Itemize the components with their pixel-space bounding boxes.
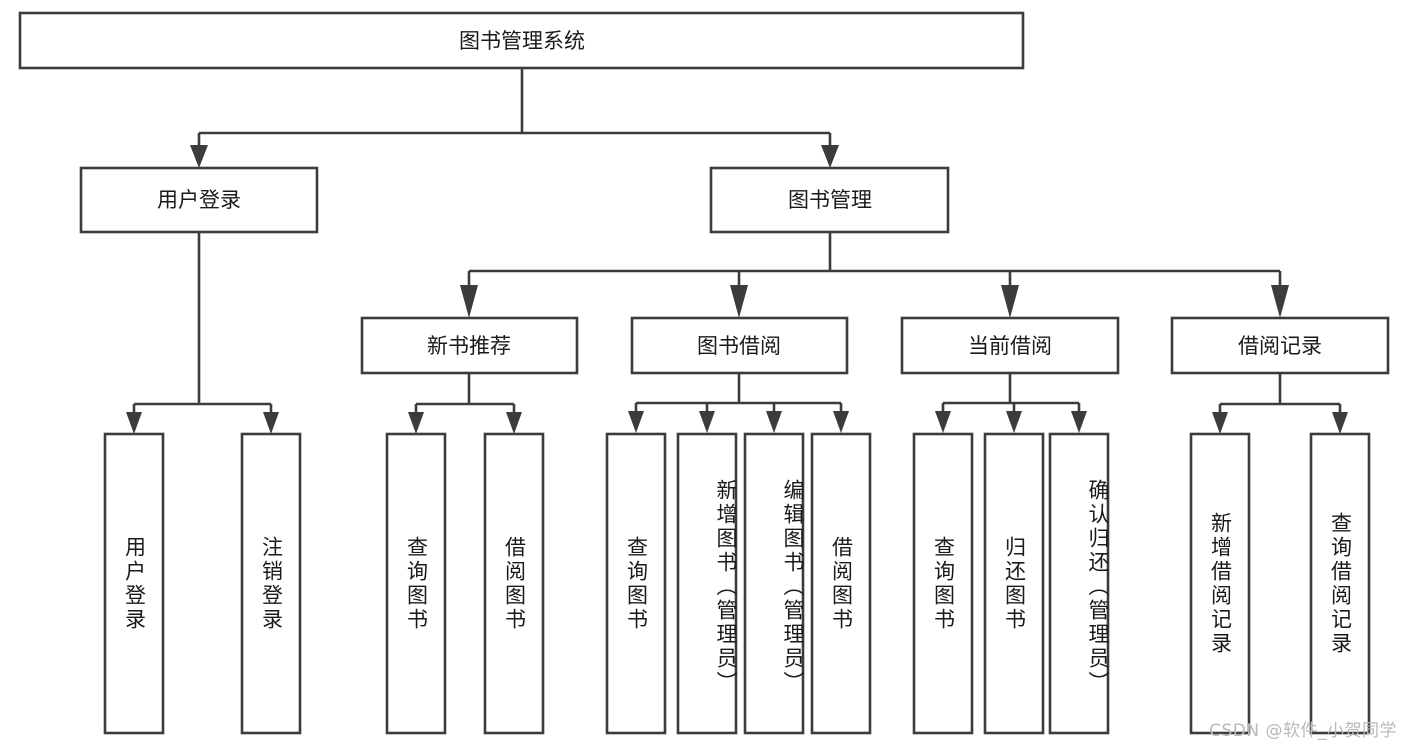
- arrowhead-new-book: [460, 285, 478, 318]
- leaf-boxes-book-borrow: [605, 432, 872, 735]
- leaf-box-bb-edit-book[interactable]: [743, 432, 805, 735]
- arrowhead-leaf-logout: [263, 412, 279, 434]
- node-book-borrow[interactable]: 图书借阅: [630, 316, 849, 375]
- connectors-current-borrow-to-leaves: [935, 373, 1087, 433]
- arrowhead-current-borrow: [1001, 285, 1019, 318]
- node-book-borrow-box[interactable]: [630, 316, 849, 375]
- node-current-borrow-box[interactable]: [900, 316, 1120, 375]
- leaf-boxes-current-borrow: [912, 432, 1110, 735]
- connectors-new-book-to-leaves: [408, 373, 522, 434]
- node-new-book-recommend[interactable]: 新书推荐: [360, 316, 579, 375]
- node-user-login-box[interactable]: [79, 166, 319, 234]
- leaf-box-bb-borrow-book[interactable]: [810, 432, 872, 735]
- arrowhead-bb-leaf-3: [766, 411, 782, 433]
- node-borrow-record[interactable]: 借阅记录: [1170, 316, 1390, 375]
- node-root-box[interactable]: [18, 11, 1025, 70]
- arrowhead-nb-leaf-1: [408, 412, 424, 434]
- leaf-box-nb-query-book[interactable]: [385, 432, 447, 735]
- arrowhead-book-manage: [821, 145, 839, 168]
- arrowhead-user-login: [190, 145, 208, 168]
- node-user-login-label: 用户登录: [157, 188, 241, 212]
- leaf-box-logout[interactable]: [240, 432, 302, 735]
- connectors-root-to-level2: [190, 68, 839, 168]
- arrowhead-cb-leaf-2: [1006, 411, 1022, 433]
- arrowhead-br-leaf-2: [1332, 412, 1348, 434]
- leaf-box-nb-borrow-book[interactable]: [483, 432, 545, 735]
- node-book-manage-label: 图书管理: [788, 188, 872, 212]
- node-user-login[interactable]: 用户登录: [79, 166, 319, 234]
- arrowhead-br-leaf-1: [1212, 412, 1228, 434]
- leaf-boxes-user-login: [103, 432, 302, 735]
- node-root-label: 图书管理系统: [459, 29, 585, 53]
- leaf-box-cb-return-book[interactable]: [983, 432, 1045, 735]
- arrowhead-borrow-record: [1271, 285, 1289, 318]
- arrowhead-bb-leaf-4: [833, 411, 849, 433]
- node-borrow-record-box[interactable]: [1170, 316, 1390, 375]
- node-current-borrow[interactable]: 当前借阅: [900, 316, 1120, 375]
- node-current-borrow-label: 当前借阅: [968, 334, 1052, 358]
- arrowhead-book-borrow: [730, 285, 748, 318]
- leaf-box-user-login[interactable]: [103, 432, 165, 735]
- leaf-box-cb-query-book[interactable]: [912, 432, 974, 735]
- connectors-book-borrow-to-leaves: [628, 373, 849, 433]
- leaf-boxes-borrow-record: [1189, 432, 1371, 735]
- node-book-manage-box[interactable]: [709, 166, 950, 234]
- node-book-borrow-label: 图书借阅: [697, 334, 781, 358]
- leaf-box-bb-query-book[interactable]: [605, 432, 667, 735]
- leaf-box-br-query-record[interactable]: [1309, 432, 1371, 735]
- node-new-book-recommend-box[interactable]: [360, 316, 579, 375]
- connectors-book-manage-to-level3: [460, 232, 1289, 318]
- leaf-boxes-new-book-recommend: [385, 432, 545, 735]
- arrowhead-leaf-user-login: [126, 412, 142, 434]
- watermark-label: CSDN @软件_小贺同学: [1209, 721, 1397, 741]
- node-new-book-recommend-label: 新书推荐: [427, 334, 511, 358]
- leaf-box-br-add-record[interactable]: [1189, 432, 1251, 735]
- arrowhead-nb-leaf-2: [506, 412, 522, 434]
- arrowhead-cb-leaf-1: [935, 411, 951, 433]
- arrowhead-bb-leaf-1: [628, 411, 644, 433]
- leaf-box-bb-add-book[interactable]: [676, 432, 738, 735]
- node-root[interactable]: 图书管理系统: [18, 11, 1025, 70]
- arrowhead-bb-leaf-2: [699, 411, 715, 433]
- leaf-box-cb-confirm-return[interactable]: [1048, 432, 1110, 735]
- node-borrow-record-label: 借阅记录: [1238, 334, 1322, 358]
- connectors-borrow-record-to-leaves: [1212, 373, 1348, 434]
- arrowhead-cb-leaf-3: [1071, 411, 1087, 433]
- connectors-user-login-to-leaves: [126, 232, 279, 434]
- node-book-manage[interactable]: 图书管理: [709, 166, 950, 234]
